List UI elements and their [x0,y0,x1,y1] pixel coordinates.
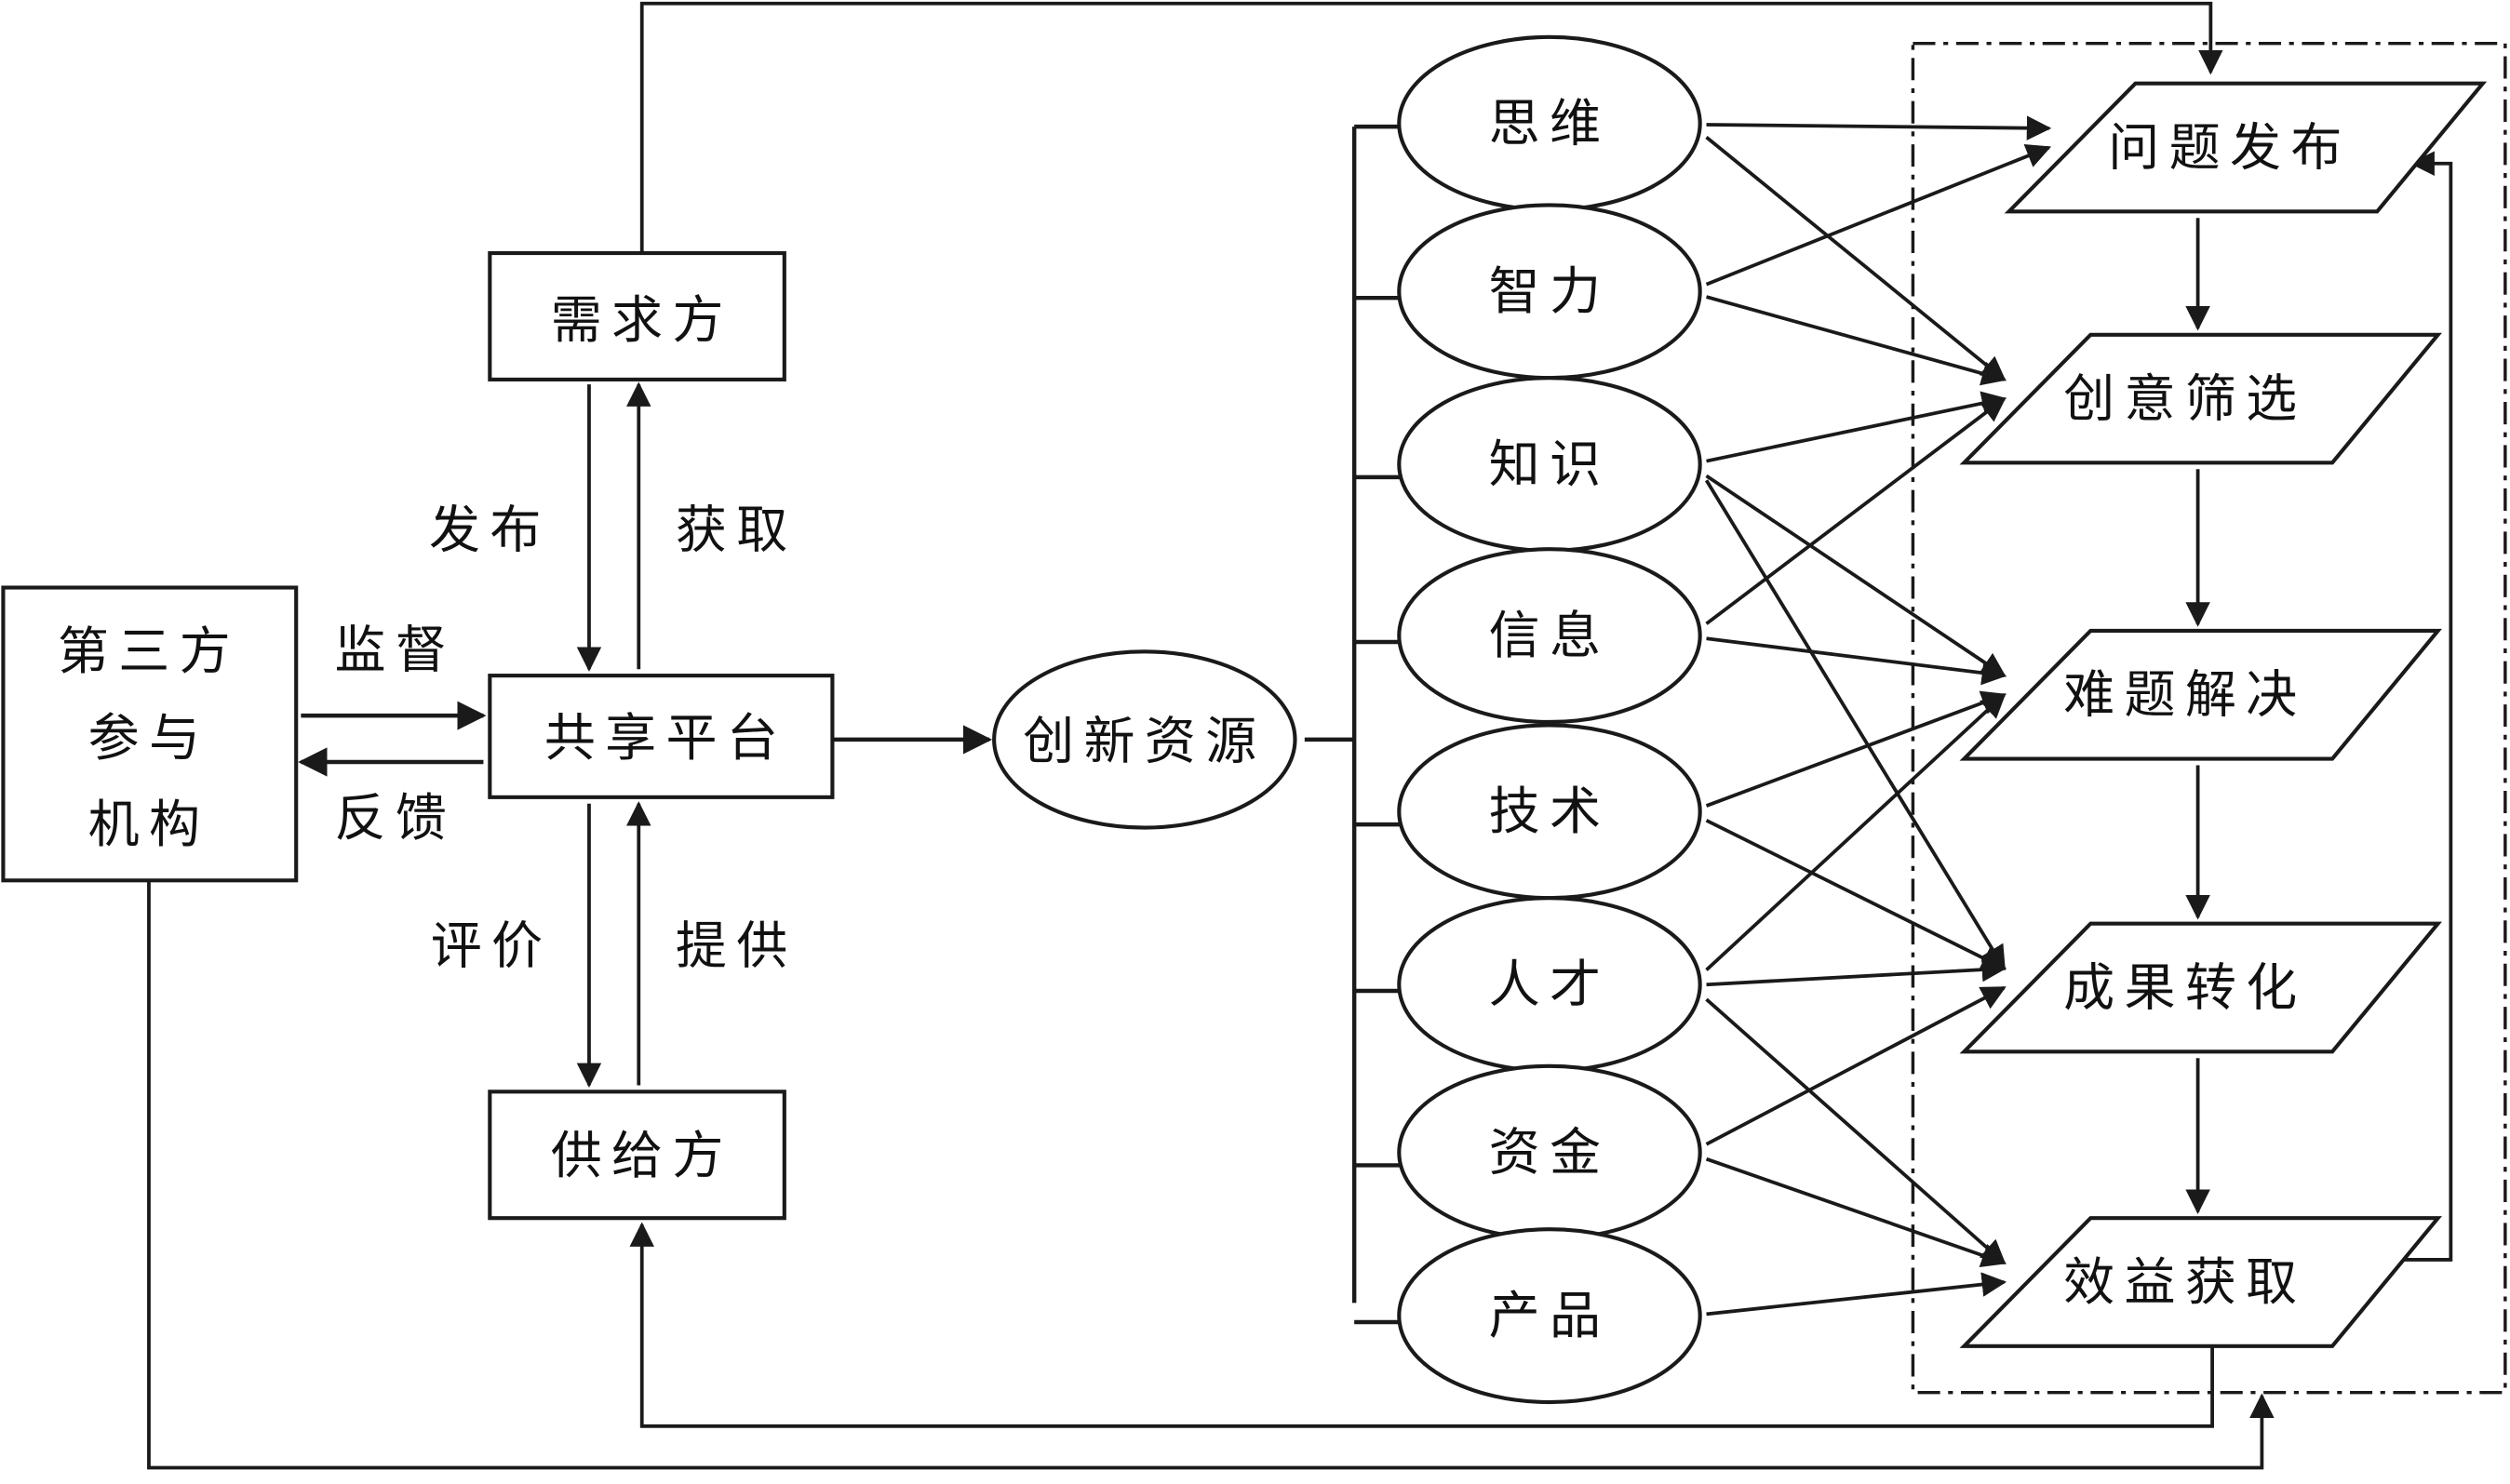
resource-link-arrow [1705,690,2007,808]
resource-link-arrow [1705,985,2007,1146]
resource-item-label: 知识 [1489,435,1611,494]
resource-item-label: 思维 [1489,94,1611,154]
third-party-label-2: 参与 [88,708,210,768]
process-step[interactable]: 效益获取 [1959,1216,2442,1348]
supervise-label: 监督 [334,621,456,680]
resource-item-label: 人才 [1489,955,1611,1014]
resource-links [1704,115,2052,1317]
resource-link-arrow [1706,115,2052,140]
demand-label: 需求方 [551,290,733,350]
resource-link-arrow [1705,997,2007,1265]
process-step-label: 难题解决 [2063,665,2306,725]
resource-item-label: 技术 [1489,782,1611,841]
process-step[interactable]: 成果转化 [1959,921,2442,1054]
resource-link-arrow [1705,692,2007,971]
resource-item[interactable]: 智力 [1354,203,1702,381]
resource-link-arrow [1705,1156,2007,1268]
resource-link-arrow [1706,1272,2007,1317]
resource-item[interactable]: 信息 [1354,547,1702,725]
resources-node[interactable]: 创新资源 [992,649,1297,830]
resource-link-arrow [1706,636,2007,686]
resource-link-arrow [1705,136,2007,381]
process-step-label: 创意筛选 [2063,368,2306,428]
supply-node[interactable]: 供给方 [488,1090,786,1221]
process-step-label: 问题发布 [2108,117,2351,177]
resource-link-arrow [1705,474,2007,677]
obtain-label: 获取 [676,501,798,560]
resource-link-arrow [1706,391,2007,463]
publish-label: 发布 [429,501,551,560]
process-step[interactable]: 难题解决 [1959,628,2442,761]
resource-item-label: 资金 [1489,1123,1611,1183]
resource-link-arrow [1706,956,2007,987]
resource-item[interactable]: 产品 [1354,1227,1702,1405]
resource-item[interactable]: 思维 [1354,34,1702,212]
resource-item-label: 信息 [1489,606,1611,665]
demand-node[interactable]: 需求方 [488,250,786,381]
resource-link-arrow [1705,396,2007,625]
resource-link-arrow [1705,819,2007,970]
process-step-label: 效益获取 [2063,1252,2306,1312]
evaluate-label: 评价 [431,916,553,976]
resource-item[interactable]: 技术 [1354,723,1702,901]
resource-item[interactable]: 资金 [1354,1063,1702,1241]
demand-to-problem-route [639,1,2223,254]
resource-link-arrow [1704,479,2007,971]
resources-label: 创新资源 [1023,712,1266,771]
resource-link-arrow [1705,144,2052,287]
process-boundary [1911,41,2507,1395]
resource-item[interactable]: 知识 [1354,376,1702,554]
feedback-label: 反馈 [334,788,456,848]
supply-label: 供给方 [551,1126,733,1185]
platform-label: 共享平台 [544,708,787,768]
platform-node[interactable]: 共享平台 [488,674,835,799]
process-step[interactable]: 问题发布 [2004,81,2488,214]
benefit-to-supply-route [629,1222,2214,1428]
third-party-label-3: 机构 [88,795,210,854]
third-party-node[interactable]: 第三方 参与 机构 [1,585,299,883]
resource-item-label: 智力 [1489,261,1611,321]
resource-link-arrow [1706,295,2007,386]
provide-label: 提供 [676,916,798,976]
third-party-label-1: 第三方 [58,622,240,681]
resource-item[interactable]: 人才 [1354,896,1702,1074]
process-step-label: 成果转化 [2063,957,2306,1017]
process-step[interactable]: 创意筛选 [1959,332,2442,465]
third-party-to-process-route [147,880,2275,1470]
resource-item-label: 产品 [1489,1286,1611,1345]
